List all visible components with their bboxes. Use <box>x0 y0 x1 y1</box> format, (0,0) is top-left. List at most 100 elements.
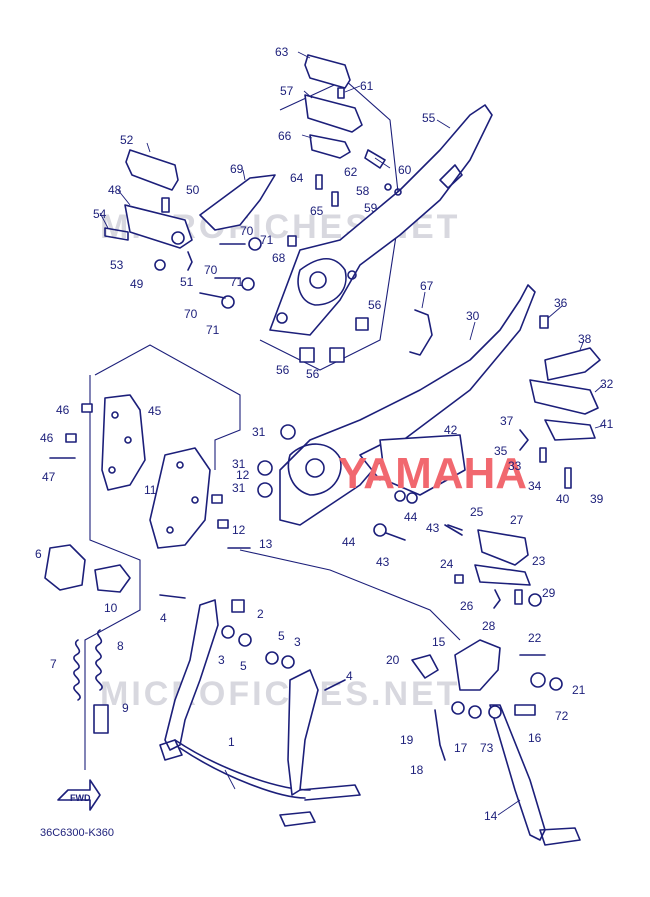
callout-22: 22 <box>528 631 542 645</box>
callout-51: 51 <box>180 275 194 289</box>
diagram-code: 36C6300-K360 <box>40 827 114 839</box>
callout-59: 59 <box>364 201 378 215</box>
stand-bolts <box>159 594 346 691</box>
main-footrest-bracket <box>279 284 536 526</box>
callout-64: 64 <box>290 171 304 185</box>
callout-44b: 44 <box>342 535 356 549</box>
callout-24: 24 <box>440 557 454 571</box>
brand-logo: YAMAHA <box>338 449 527 498</box>
callout-29: 29 <box>542 586 556 600</box>
callout-27: 27 <box>510 513 524 527</box>
callout-13: 13 <box>259 537 273 551</box>
hook-67 <box>409 309 433 356</box>
callout-17: 17 <box>454 741 468 755</box>
nuts-31 <box>257 424 463 541</box>
callout-31a: 31 <box>252 425 266 439</box>
callout-58: 58 <box>356 184 370 198</box>
callout-31b: 31 <box>232 457 246 471</box>
callout-1: 1 <box>228 735 235 749</box>
callout-57: 57 <box>280 84 294 98</box>
callout-47: 47 <box>42 470 56 484</box>
side-plate-11 <box>149 447 251 549</box>
callout-38: 38 <box>578 332 592 346</box>
callout-25: 25 <box>470 505 484 519</box>
callout-15: 15 <box>432 635 446 649</box>
callout-6: 6 <box>35 547 42 561</box>
callout-40: 40 <box>556 492 570 506</box>
callout-39: 39 <box>590 492 604 506</box>
callout-63: 63 <box>275 45 289 59</box>
callouts: 1 2 3 3 4 4 5 5 6 7 8 9 10 11 12 12 13 1… <box>35 45 614 823</box>
callout-19: 19 <box>400 733 414 747</box>
side-cover-69 <box>199 174 276 231</box>
callout-7: 7 <box>50 657 57 671</box>
callout-52: 52 <box>120 133 134 147</box>
callout-72: 72 <box>555 709 569 723</box>
callout-14: 14 <box>484 809 498 823</box>
callout-56a: 56 <box>368 298 382 312</box>
watermark-bottom: MICROFICHES.NET <box>100 675 460 713</box>
callout-11: 11 <box>144 483 157 497</box>
callout-56b: 56 <box>276 363 290 377</box>
callout-70b: 70 <box>204 263 218 277</box>
callout-5b: 5 <box>278 629 285 643</box>
callout-45: 45 <box>148 404 162 418</box>
callout-36: 36 <box>554 296 568 310</box>
callout-5a: 5 <box>240 659 247 673</box>
callout-41: 41 <box>600 417 614 431</box>
callout-12b: 12 <box>232 523 246 537</box>
group-outline-left <box>84 375 141 770</box>
callout-33: 33 <box>508 459 522 473</box>
callout-46a: 46 <box>56 403 70 417</box>
callout-8: 8 <box>117 639 124 653</box>
callout-43a: 43 <box>426 521 440 535</box>
callout-4b: 4 <box>346 669 353 683</box>
callout-34: 34 <box>528 479 542 493</box>
callout-73: 73 <box>480 741 494 755</box>
callout-70c: 70 <box>184 307 198 321</box>
callout-21: 21 <box>572 683 586 697</box>
callout-66: 66 <box>278 129 292 143</box>
callout-71c: 71 <box>206 323 220 337</box>
callout-9: 9 <box>122 701 129 715</box>
callout-28: 28 <box>482 619 496 633</box>
callout-71b: 71 <box>230 275 244 289</box>
callout-53: 53 <box>110 258 124 272</box>
rear-footrest-left <box>104 149 193 271</box>
callout-35: 35 <box>494 444 508 458</box>
callout-46b: 46 <box>40 431 54 445</box>
stand-brackets <box>44 544 131 593</box>
springs <box>73 629 109 734</box>
callout-55: 55 <box>422 111 436 125</box>
callout-42: 42 <box>444 423 458 437</box>
callout-62: 62 <box>344 165 358 179</box>
side-plate-45 <box>49 394 146 491</box>
callout-3b: 3 <box>294 635 301 649</box>
callout-54: 54 <box>93 207 107 221</box>
callout-37: 37 <box>500 414 514 428</box>
group-outline-footrest <box>94 344 241 470</box>
callout-69: 69 <box>230 162 244 176</box>
callout-44a: 44 <box>404 510 418 524</box>
callout-10: 10 <box>104 601 118 615</box>
group-outline-center <box>239 549 461 641</box>
callout-26: 26 <box>460 599 474 613</box>
callout-65: 65 <box>310 204 324 218</box>
callout-23: 23 <box>532 554 546 568</box>
callout-3a: 3 <box>218 653 225 667</box>
callout-70a: 70 <box>240 224 254 238</box>
rider-footrest-left <box>447 524 542 609</box>
callout-32: 32 <box>600 377 614 391</box>
forward-arrow-icon: FWD <box>57 779 101 811</box>
callout-67: 67 <box>420 279 434 293</box>
callout-4a: 4 <box>160 611 167 625</box>
callout-68: 68 <box>272 251 286 265</box>
rider-footrest-right <box>519 315 601 489</box>
callout-16: 16 <box>528 731 542 745</box>
callout-56c: 56 <box>306 367 320 381</box>
callout-49: 49 <box>130 277 144 291</box>
callout-30: 30 <box>466 309 480 323</box>
callout-18: 18 <box>410 763 424 777</box>
